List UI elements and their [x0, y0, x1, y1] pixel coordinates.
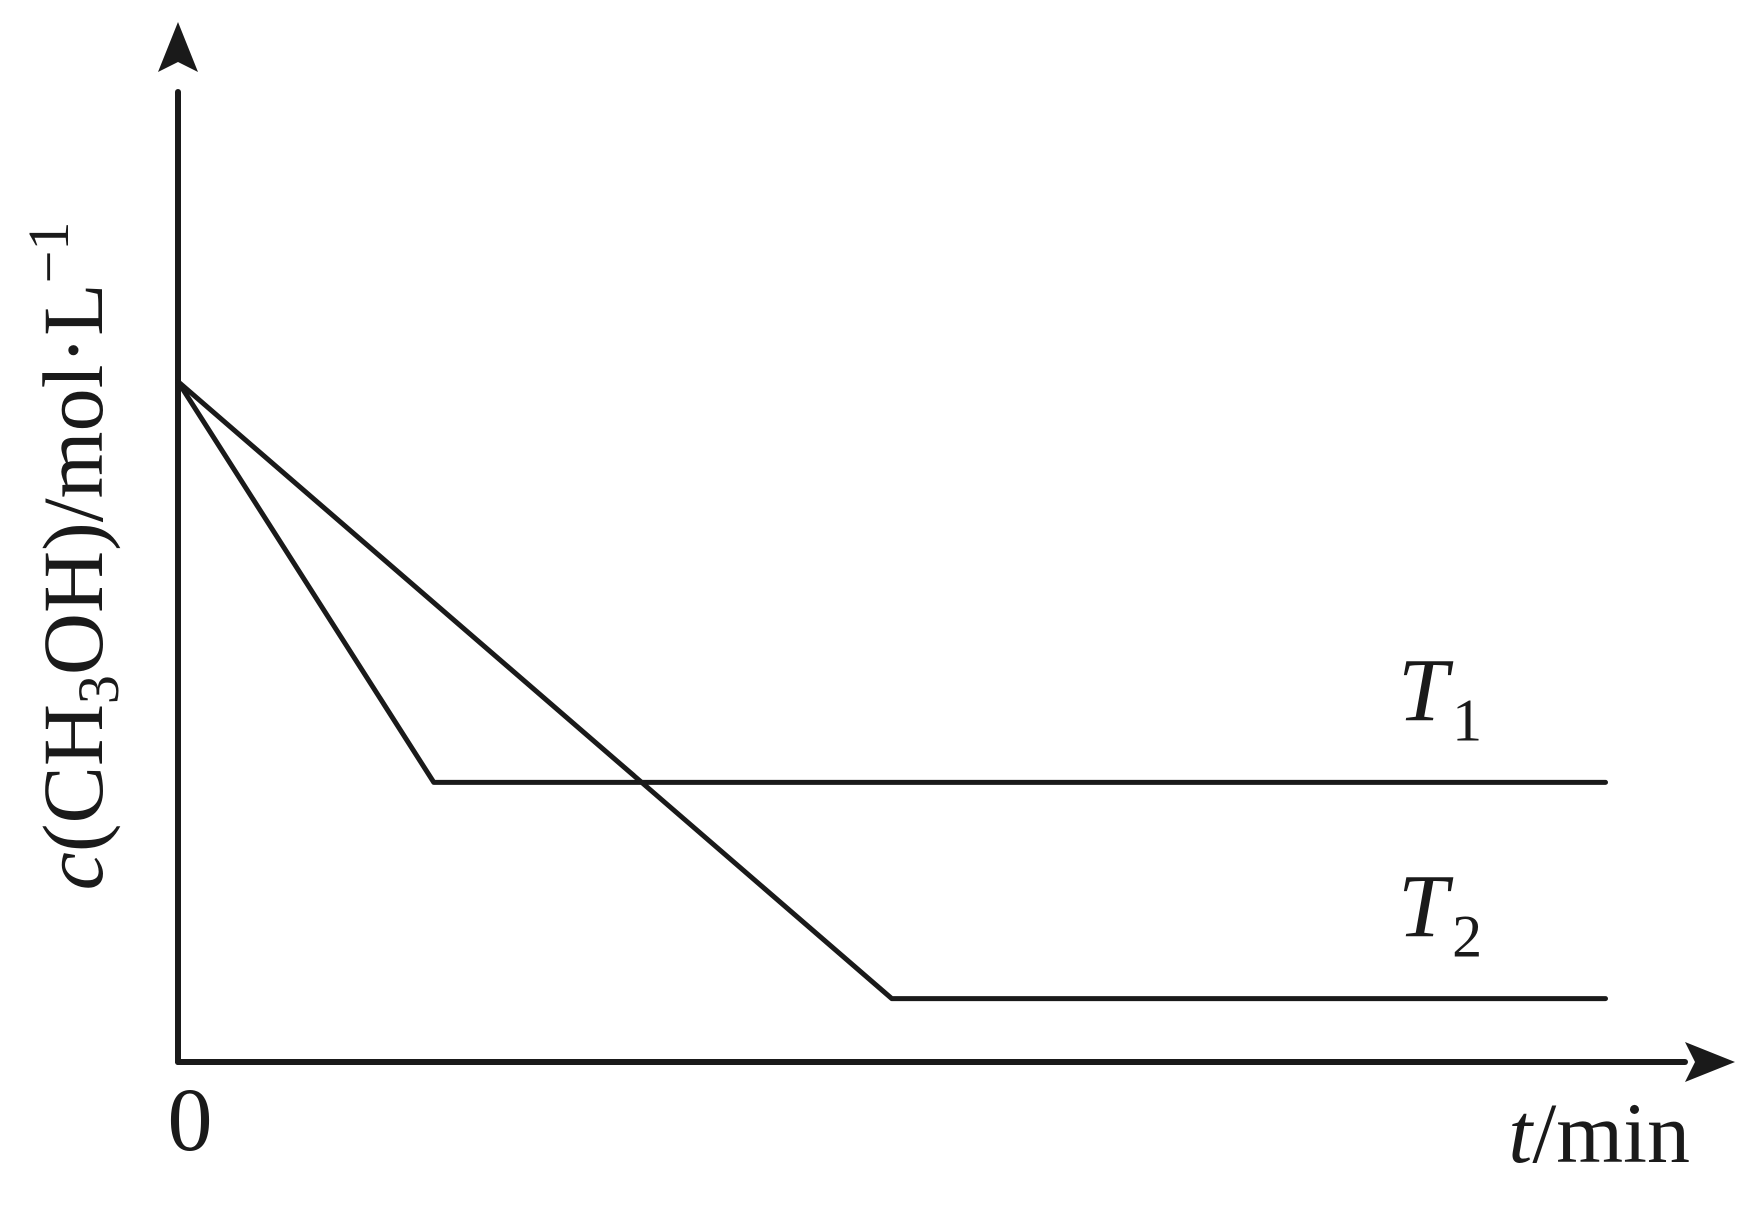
y-label-superscript: −1 [16, 222, 81, 284]
x-axis-arrow [1685, 1042, 1735, 1082]
y-label-part2: OH)/mol·L [25, 283, 121, 675]
y-label-variable: c [25, 852, 121, 890]
y-axis-label: c(CH3OH)/mol·L−1 [16, 222, 131, 891]
y-label-subscript: 3 [66, 675, 131, 704]
series-line-t1 [175, 379, 1608, 785]
y-label-part1: (CH [25, 704, 121, 852]
series-line-t2 [175, 379, 1608, 1002]
series-label-t2-main: T [1398, 858, 1454, 957]
series-label-t2-sub: 2 [1452, 904, 1482, 970]
series-label-t1-sub: 1 [1452, 687, 1482, 753]
series-label-t2: T2 [1398, 858, 1482, 970]
series-label-t1: T1 [1398, 641, 1482, 753]
x-axis-label: t/min [1508, 1085, 1690, 1181]
series-label-t1-main: T [1398, 641, 1454, 740]
x-label-unit: /min [1532, 1085, 1690, 1181]
origin-label: 0 [168, 1071, 213, 1170]
y-axis-arrow [158, 22, 198, 72]
x-label-variable: t [1508, 1085, 1534, 1181]
